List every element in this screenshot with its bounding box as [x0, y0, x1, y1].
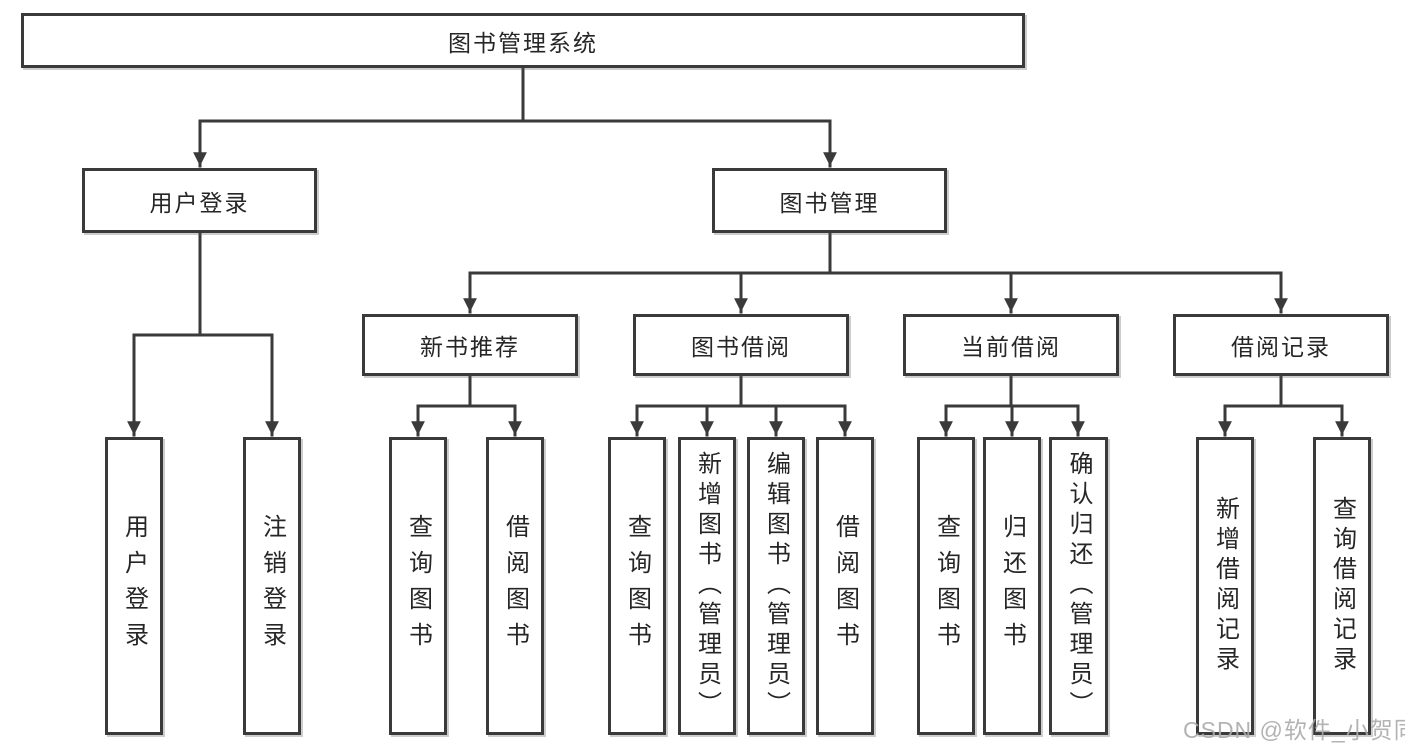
node-user-login: 用户登录: [82, 168, 317, 233]
leaf-user-login: 用户登录: [105, 437, 163, 735]
node-borrowing-records: 借阅记录: [1173, 314, 1389, 376]
node-library-management-system: 图书管理系统: [21, 13, 1025, 68]
leaf-query-books-recommend: 查询图书: [389, 437, 447, 735]
csdn-watermark: CSDN @软件_小贺同学: [1183, 717, 1405, 743]
node-current-borrowing: 当前借阅: [903, 314, 1119, 376]
leaf-query-borrow-record: 查询借阅记录: [1313, 437, 1371, 735]
leaf-query-books-borrow: 查询图书: [608, 437, 666, 735]
leaf-borrow-books: 借阅图书: [816, 437, 874, 735]
leaf-add-borrow-record: 新增借阅记录: [1196, 437, 1254, 735]
node-book-borrowing: 图书借阅: [633, 314, 849, 376]
leaf-borrow-books-recommend: 借阅图书: [486, 437, 544, 735]
node-new-book-recommendation: 新书推荐: [362, 314, 578, 376]
leaf-query-books-current: 查询图书: [917, 437, 975, 735]
leaf-logout: 注销登录: [243, 437, 301, 735]
leaf-add-book-admin: 新增图书（管理员）: [678, 437, 736, 735]
leaf-confirm-return-admin: 确认归还（管理员）: [1049, 437, 1108, 735]
leaf-edit-book-admin: 编辑图书（管理员）: [747, 437, 805, 735]
node-book-management: 图书管理: [712, 168, 947, 233]
leaf-return-book: 归还图书: [983, 437, 1041, 735]
